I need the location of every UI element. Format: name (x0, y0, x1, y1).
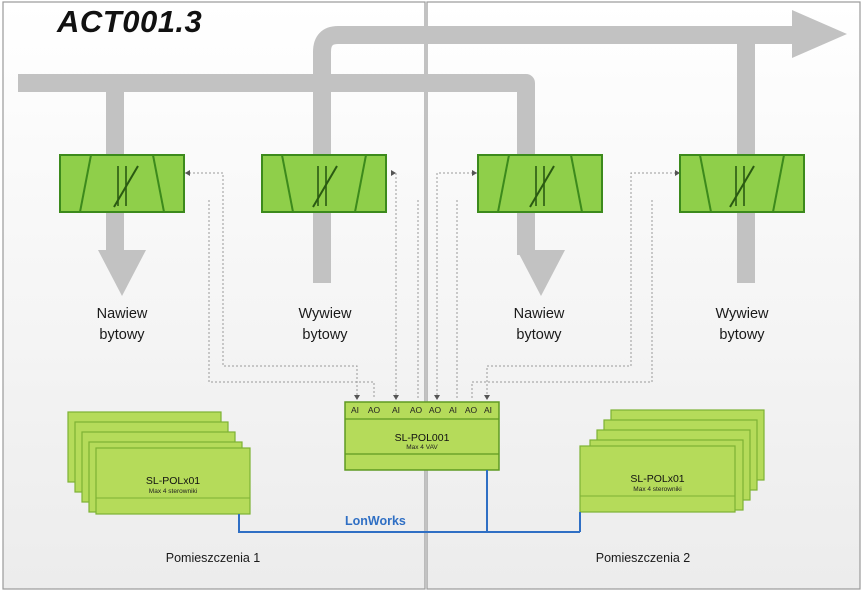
io-label: AO (409, 405, 423, 415)
io-label: AO (428, 405, 442, 415)
main-controller-box (344, 401, 500, 471)
room-controller-1-subtitle: Max 4 sterowniki (148, 488, 198, 495)
supply-arrow-2 (517, 250, 565, 296)
diagram-title: ACT001.3 (57, 4, 203, 39)
io-label: AI (448, 405, 458, 415)
control-arrowheads (185, 170, 680, 400)
damper-1 (59, 154, 185, 213)
lonworks-bus (238, 470, 488, 533)
room-controller-2-name: SL-POLx01 (630, 473, 685, 485)
io-label: AI (350, 405, 360, 415)
exhaust-arrow (792, 10, 847, 58)
lonworks-label: LonWorks (345, 514, 406, 528)
room-controller-1-name: SL-POLx01 (145, 475, 201, 487)
io-label: AO (367, 405, 381, 415)
room-label-1: Pomieszczenia 1 (165, 551, 261, 565)
main-controller-subtitle: Max 4 VAV (406, 444, 438, 451)
room-controller-stack-1 (67, 411, 251, 515)
supply-arrow-1 (98, 250, 146, 296)
io-label: AI (391, 405, 401, 415)
main-controller-name: SL-POL001 (394, 432, 450, 444)
room-controller-stack-2 (579, 409, 765, 513)
control-lines (185, 172, 680, 398)
room-label-2: Pomieszczenia 2 (595, 551, 691, 565)
room-controller-2-subtitle: Max 4 sterowniki (633, 486, 682, 493)
io-label: AO (464, 405, 478, 415)
damper-2 (261, 154, 387, 213)
damper-4 (679, 154, 805, 213)
io-label: AI (483, 405, 493, 415)
damper-3 (477, 154, 603, 213)
